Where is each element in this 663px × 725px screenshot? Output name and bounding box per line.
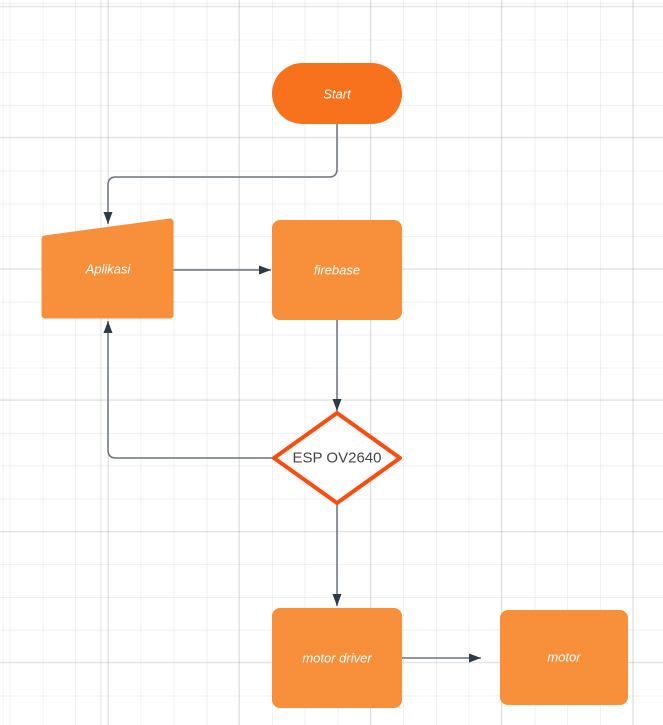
- node-start[interactable]: Start: [272, 63, 402, 124]
- node-aplikasi[interactable]: Aplikasi: [41, 218, 174, 319]
- edge-esp-to-aplikasi[interactable]: [103, 321, 274, 459]
- node-motor[interactable]: motor: [500, 610, 628, 705]
- edges-layer: [103, 124, 481, 663]
- node-esp-ov2640[interactable]: ESP OV2640: [272, 411, 402, 505]
- aplikasi-shape[interactable]: [41, 218, 174, 319]
- motor-driver-shape[interactable]: [272, 608, 402, 708]
- firebase-shape[interactable]: [272, 220, 402, 320]
- node-motor-driver[interactable]: motor driver: [272, 608, 402, 708]
- nodes-layer: Start Aplikasi firebase ESP OV2640 motor…: [41, 63, 628, 708]
- node-firebase[interactable]: firebase: [272, 220, 402, 320]
- esp-ov2640-shape[interactable]: [272, 411, 402, 505]
- motor-shape[interactable]: [500, 610, 628, 705]
- edge-start-to-aplikasi[interactable]: [103, 124, 338, 224]
- start-shape[interactable]: [272, 63, 402, 124]
